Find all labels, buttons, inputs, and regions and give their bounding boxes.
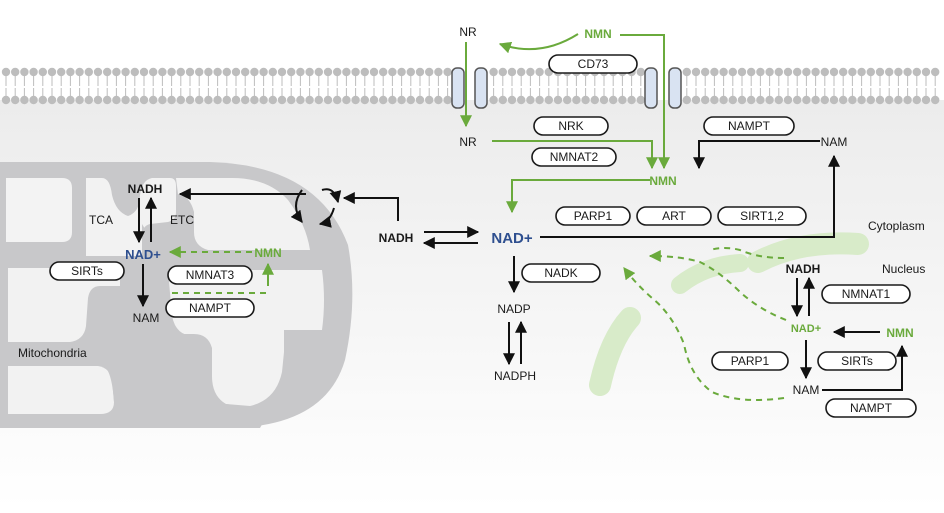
svg-text:NRK: NRK (558, 119, 583, 133)
svg-text:NAMPT: NAMPT (850, 401, 893, 415)
nam-to-nmn-arrow (693, 140, 820, 170)
cyto-nmn-label: NMN (649, 174, 676, 188)
nuc-nmn-label: NMN (886, 326, 913, 340)
svg-text:NADK: NADK (544, 266, 577, 280)
nadph-label: NADPH (494, 369, 536, 383)
mito-nampt-pill: NAMPT (165, 298, 255, 318)
sirt12-pill: SIRT1,2 (717, 206, 807, 226)
nadk-pill: NADK (521, 263, 601, 283)
svg-text:PARP1: PARP1 (574, 209, 613, 223)
cyto-nadh-to-shuttle-arrow (342, 192, 399, 221)
nrk-pill: NRK (533, 116, 609, 136)
svg-text:NAMPT: NAMPT (728, 119, 771, 133)
svg-text:NAMPT: NAMPT (189, 301, 232, 315)
mitochondria-label: Mitochondria (18, 346, 87, 360)
nmnat2-pill: NMNAT2 (531, 147, 617, 167)
nmn-to-nad-arrow (506, 179, 650, 214)
shuttle-arc-top (321, 188, 342, 204)
nr-to-nmn-arrow (492, 140, 658, 170)
nuc-nadh-label: NADH (786, 262, 821, 276)
mito-nmn-label: NMN (254, 246, 281, 260)
nr-intracellular-label: NR (459, 135, 477, 149)
svg-text:ART: ART (662, 209, 686, 223)
cytoplasm-label: Cytoplasm (868, 219, 925, 233)
channel-right (644, 67, 682, 109)
cyto-nampt-pill: NAMPT (703, 116, 795, 136)
etc-label: ETC (170, 213, 194, 227)
mito-nad-label: NAD+ (125, 247, 161, 262)
cyto-nad-label: NAD+ (491, 230, 532, 247)
svg-text:SIRTs: SIRTs (841, 354, 873, 368)
mitochondrion-cristae (6, 178, 324, 414)
cyto-nadh-label: NADH (379, 231, 414, 245)
shuttle-arc-right (318, 207, 335, 228)
channel-left (451, 67, 488, 109)
nuc-nam-to-nmn-arrow (822, 344, 908, 391)
nmnat3-pill: NMNAT3 (167, 265, 253, 285)
svg-text:SIRTs: SIRTs (71, 264, 103, 278)
svg-text:SIRT1,2: SIRT1,2 (740, 209, 784, 223)
nuc-nad-label: NAD+ (791, 323, 821, 335)
nadp-label: NADP (497, 302, 530, 316)
nuc-sirts-pill: SIRTs (817, 351, 897, 371)
svg-text:CD73: CD73 (578, 57, 609, 71)
nuc-nam-label: NAM (793, 383, 820, 397)
mito-nadh-label: NADH (128, 182, 163, 196)
tca-label: TCA (89, 213, 113, 227)
nuc-nad-export-dashed-arrow (648, 250, 787, 321)
shuttle-arc-left (290, 189, 303, 223)
svg-text:NMNAT3: NMNAT3 (186, 268, 235, 282)
nr-extracellular-label: NR (459, 25, 477, 39)
nucleus-label: Nucleus (882, 262, 925, 276)
mitochondrion-matrix (0, 178, 322, 428)
nuc-nampt-pill: NAMPT (825, 398, 917, 418)
cyto-parp1-pill: PARP1 (555, 206, 631, 226)
svg-text:NMNAT1: NMNAT1 (842, 287, 891, 301)
nmn-to-nr-extracellular-arrow (498, 33, 579, 54)
cyto-nadh-exchange-dashed (709, 247, 785, 259)
nmn-extracellular-label: NMN (584, 27, 611, 41)
nuc-parp1-pill: PARP1 (711, 351, 789, 371)
plasma-membrane (1, 67, 940, 105)
art-pill: ART (636, 206, 712, 226)
mito-sirts-pill: SIRTs (49, 261, 125, 281)
svg-text:NMNAT2: NMNAT2 (550, 150, 599, 164)
nmnat1-pill: NMNAT1 (821, 284, 911, 304)
mito-nam-label: NAM (133, 311, 160, 325)
nad-to-nam-consumption-arrow (540, 154, 840, 238)
cd73-pill: CD73 (548, 54, 638, 74)
cyto-nam-label: NAM (821, 135, 848, 149)
svg-text:PARP1: PARP1 (731, 354, 770, 368)
nmn-import-arrow (620, 34, 670, 170)
